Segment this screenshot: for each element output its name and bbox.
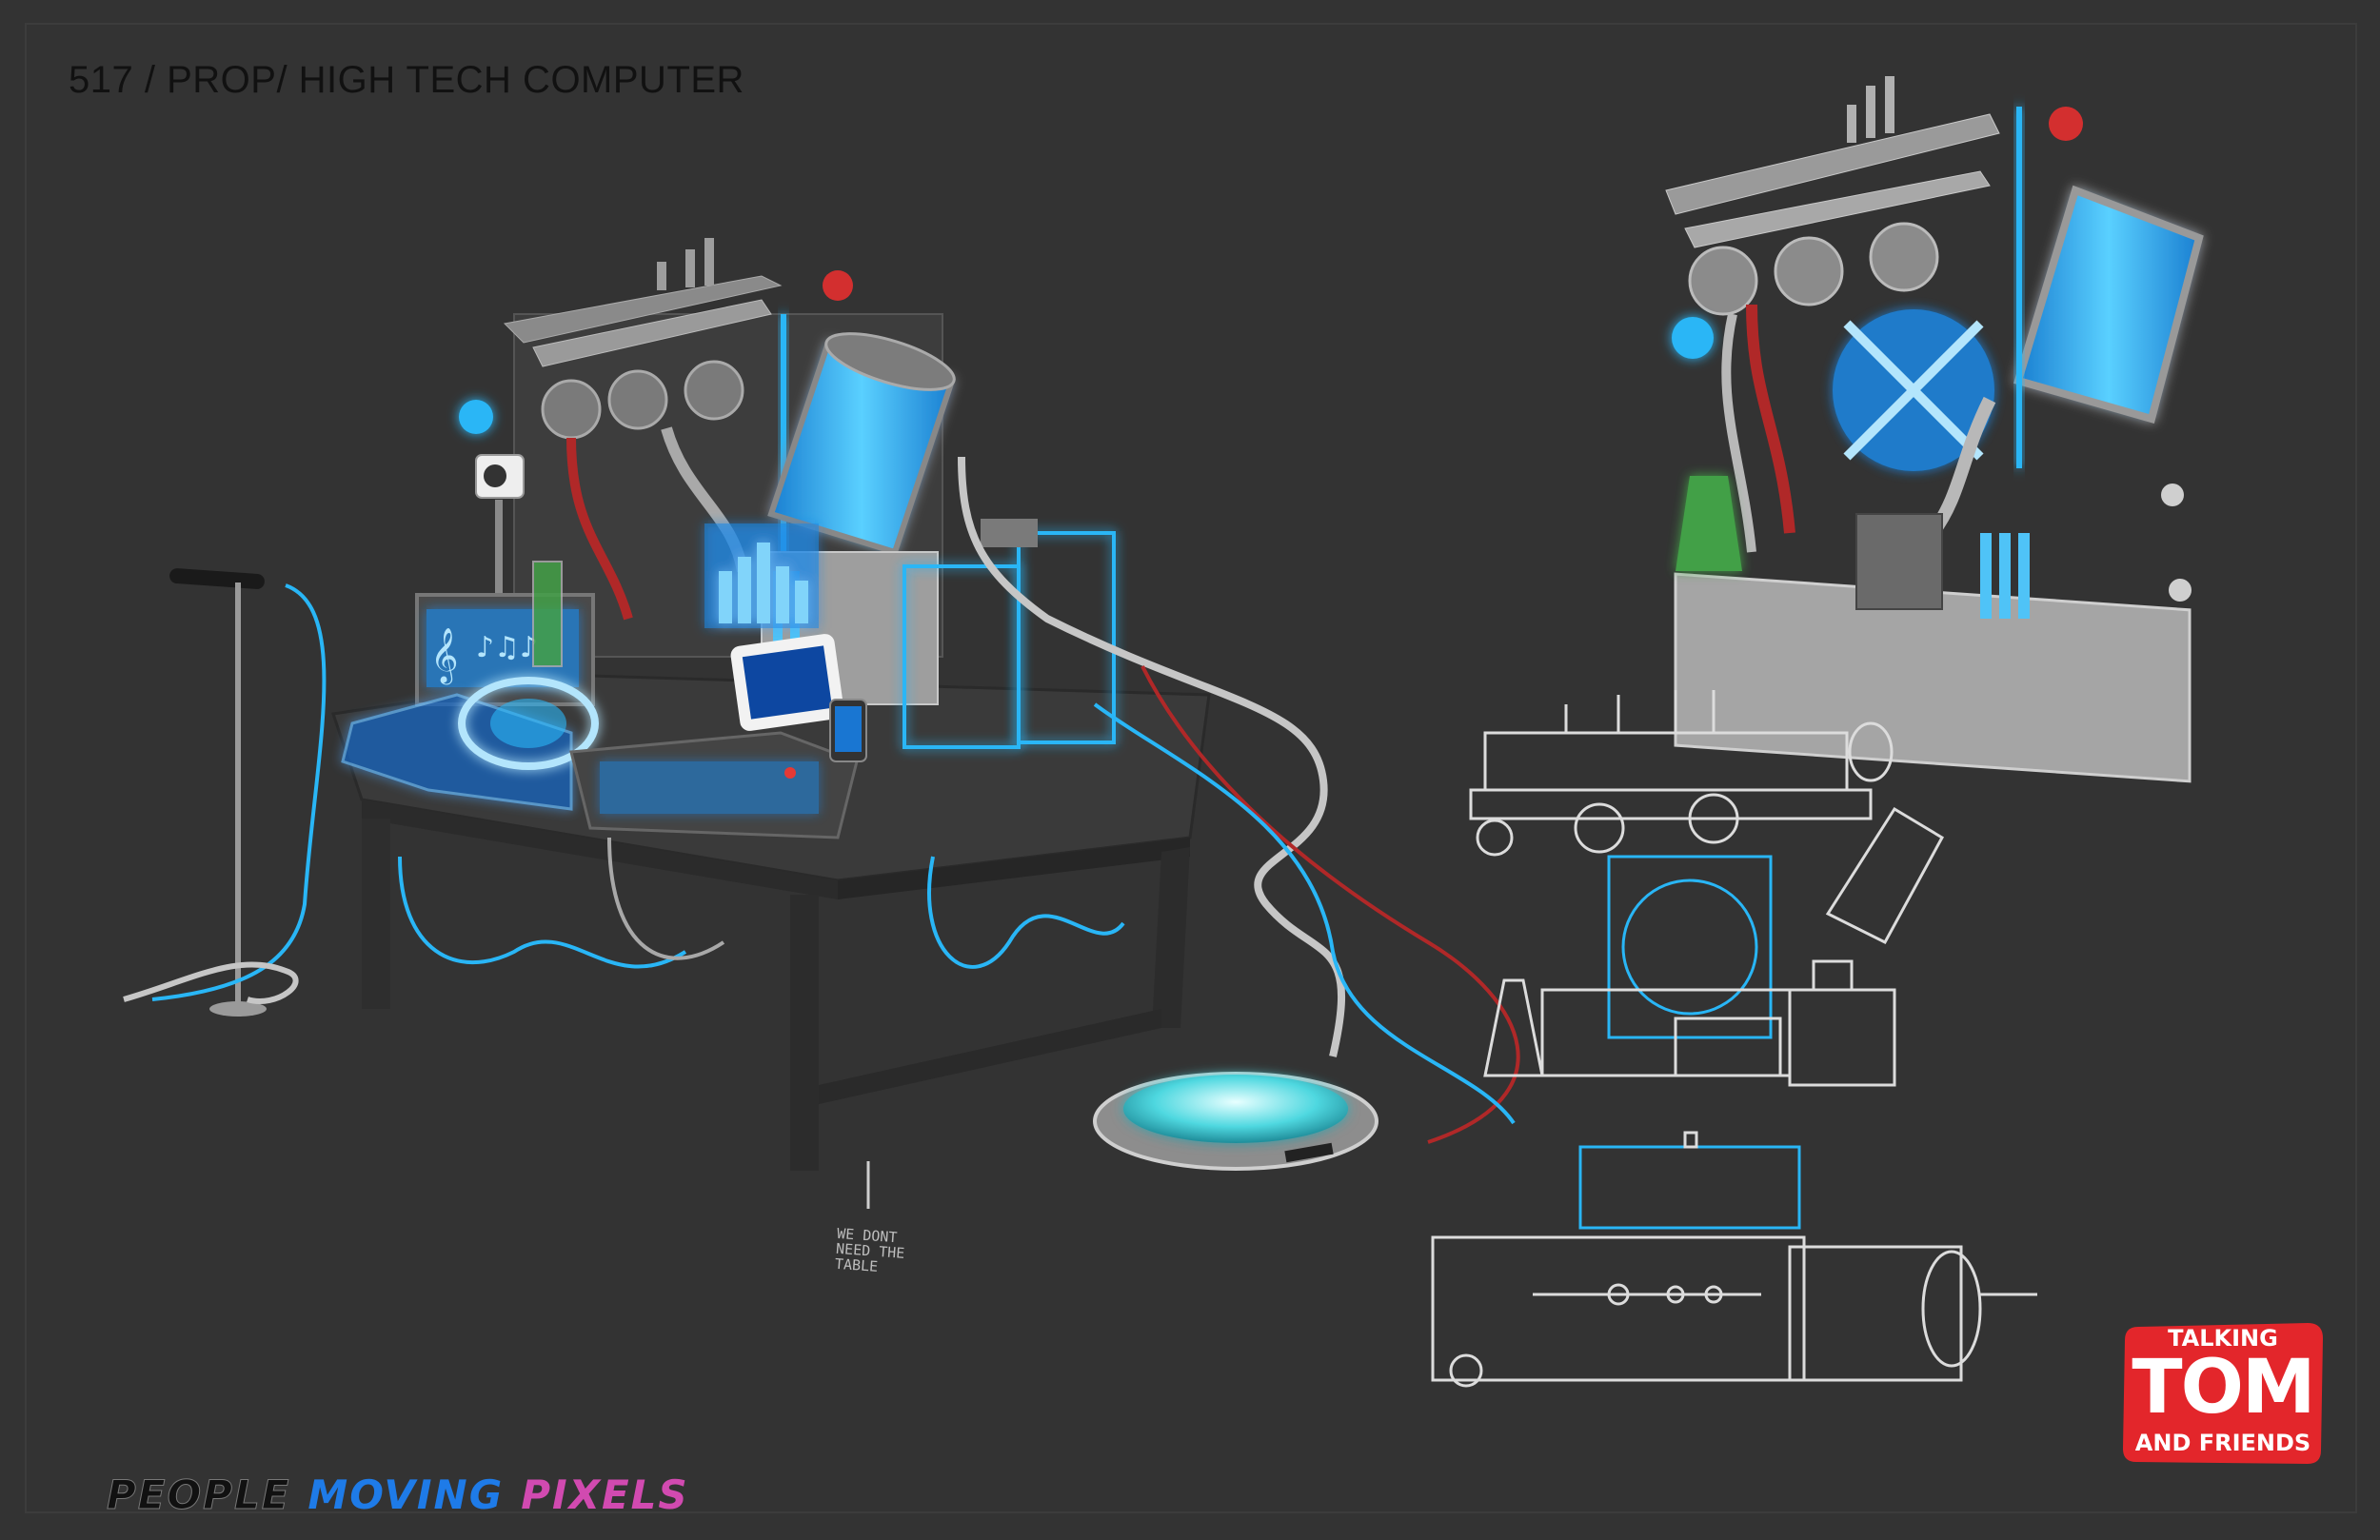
logo-line-and-friends: AND FRIENDS [2134, 1430, 2311, 1456]
studio-logo-word: MOVING [307, 1471, 505, 1518]
sheet-frame [25, 23, 2357, 1513]
green-flask [532, 561, 563, 667]
studio-logo: PEOPLE MOVING PIXELS [106, 1471, 689, 1519]
studio-logo-word: PEOPLE [106, 1471, 291, 1519]
logo-line-tom: TOM [2132, 1345, 2315, 1431]
page-title: 517 / PROP/ HIGH TECH COMPUTER [69, 59, 744, 101]
logo-badge-shape [2123, 1323, 2323, 1464]
logo-line-talking: TALKING [2168, 1325, 2278, 1352]
microphone-stand [151, 568, 327, 1017]
machine-line-sketch [1431, 690, 2037, 1388]
talking-tom-logo: TALKING TOM AND FRIENDS [2119, 1319, 2327, 1468]
machine-color-render [1665, 76, 2204, 783]
svg-text:♪♫♪: ♪♫♪ [476, 631, 538, 664]
glowing-pad [1093, 1072, 1378, 1171]
svg-text:𝄞: 𝄞 [430, 627, 459, 685]
main-prop-illustration: 𝄞 ♪♫♪ [123, 238, 1520, 1209]
studio-logo-word: PIXELS [521, 1471, 689, 1518]
webcam [459, 400, 525, 595]
control-desk [341, 677, 859, 839]
cables [123, 456, 1520, 1209]
hologram-equalizer [704, 523, 819, 628]
tablet-device [730, 634, 867, 762]
handwritten-note: WE DONT NEED THE TABLE [834, 1225, 951, 1279]
